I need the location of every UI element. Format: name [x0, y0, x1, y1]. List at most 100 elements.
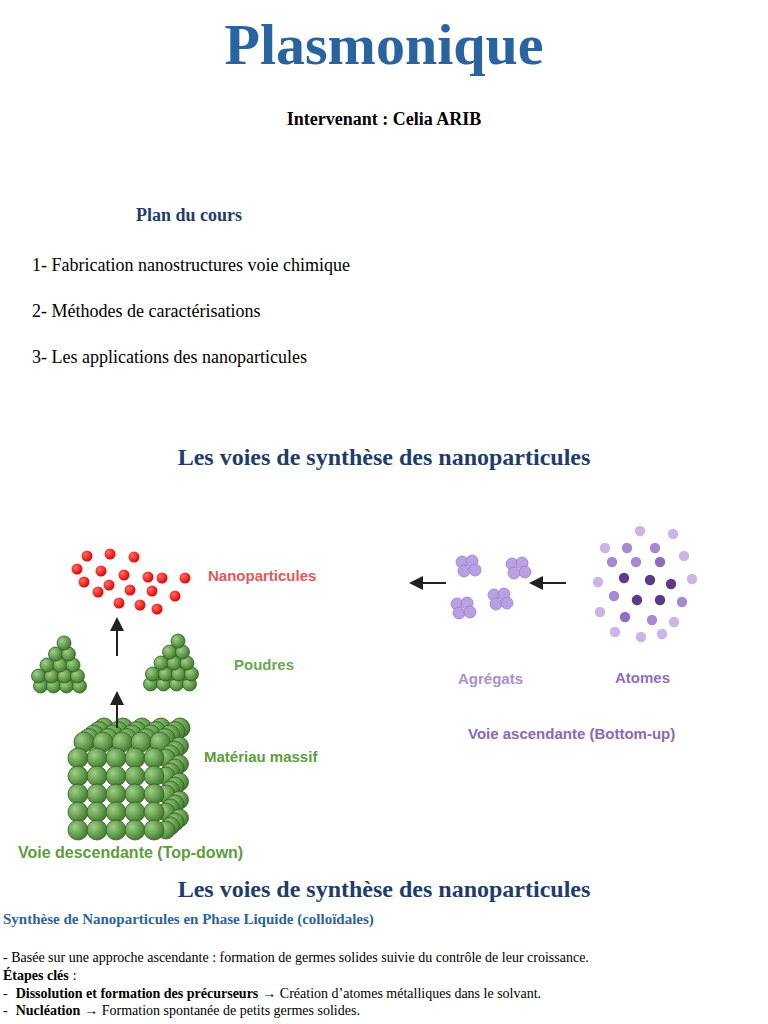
particle-sphere: [607, 557, 617, 567]
outline-item: 3- Les applications des nanoparticules: [32, 347, 307, 367]
particle-sphere: [144, 784, 164, 804]
particle-sphere: [650, 543, 660, 553]
particle-sphere: [519, 566, 531, 578]
illustration-label: Agrégats: [458, 670, 523, 687]
particle-sphere: [144, 748, 164, 768]
particle-sphere: [68, 766, 88, 786]
particle-sphere: [68, 748, 88, 768]
illustration-label: Poudres: [234, 656, 294, 673]
illustration-label: Voie ascendante (Bottom-up): [468, 725, 675, 742]
particle-sphere: [144, 766, 164, 786]
text-line: 3- Les applications des nanoparticules: [32, 346, 307, 368]
particle-sphere: [93, 587, 104, 598]
text-line: Les voies de synthèse des nanoparticules: [0, 875, 768, 903]
body-text: -: [3, 1003, 8, 1018]
particle-sphere: [677, 597, 687, 607]
particle-sphere: [106, 784, 126, 804]
illustration-caption: Voie descendante (Top-down): [18, 844, 243, 861]
section-heading: Les voies de synthèse des nanoparticules: [178, 876, 591, 902]
particle-sphere: [106, 748, 126, 768]
particle-sphere: [119, 570, 130, 581]
particle-sphere: [147, 586, 158, 597]
particle-sphere: [595, 607, 605, 617]
text-line: Plasmonique: [0, 10, 768, 80]
text-line: Étapes clés:: [3, 967, 77, 984]
particle-sphere: [152, 604, 163, 615]
particle-sphere: [68, 820, 88, 840]
particle-sphere: [106, 802, 126, 822]
particle-sphere: [125, 766, 145, 786]
text-line: Voie descendante (Top-down): [18, 843, 243, 863]
particle-sphere: [508, 567, 520, 579]
particle-sphere: [144, 820, 164, 840]
outline-item: 1- Fabrication nanostructures voie chimi…: [32, 255, 350, 275]
particle-sphere: [679, 551, 689, 561]
particle-sphere: [453, 607, 465, 619]
particle-sphere: [104, 580, 115, 591]
particle-sphere: [647, 615, 657, 625]
body-text: → Création d’atomes métalliques dans le …: [262, 986, 541, 1001]
body-text: Étapes clés: [3, 968, 69, 983]
particle-sphere: [635, 526, 645, 536]
particle-sphere: [135, 600, 146, 611]
particle-sphere: [666, 579, 676, 589]
speaker-line: Intervenant : Celia ARIB: [287, 109, 482, 129]
particle-sphere: [125, 784, 145, 804]
powder-piles: [32, 634, 199, 693]
particle-sphere: [669, 617, 679, 627]
particle-sphere: [106, 820, 126, 840]
particle-sphere: [610, 627, 620, 637]
particle-sphere: [622, 543, 632, 553]
illustration-label: Matériau massif: [204, 748, 317, 765]
left-arrow: [536, 582, 566, 584]
particle-sphere: [180, 573, 191, 584]
text-line: Agrégats: [458, 670, 523, 688]
body-text: Nucléation: [16, 1003, 81, 1018]
text-line: Synthèse de Nanoparticules en Phase Liqu…: [3, 910, 374, 928]
particle-sphere: [636, 632, 646, 642]
particle-sphere: [57, 636, 71, 650]
particle-sphere: [87, 748, 107, 768]
particle-sphere: [125, 748, 145, 768]
body-text: :: [73, 968, 77, 983]
atom-dots: [593, 526, 697, 642]
particle-sphere: [72, 564, 83, 575]
particle-sphere: [464, 606, 476, 618]
particle-sphere: [655, 595, 665, 605]
up-arrow: [116, 698, 118, 728]
particle-sphere: [645, 575, 655, 585]
page-title: Plasmonique: [224, 12, 543, 77]
text-line: Les voies de synthèse des nanoparticules: [0, 443, 768, 471]
particle-sphere: [458, 565, 470, 577]
text-line: Nanoparticules: [208, 567, 316, 585]
up-arrow: [116, 624, 118, 656]
particle-sphere: [87, 820, 107, 840]
illustration-label: Nanoparticules: [208, 567, 316, 584]
particle-sphere: [114, 598, 125, 609]
text-line: Matériau massif: [204, 748, 317, 766]
particle-sphere: [143, 572, 154, 583]
text-line: -Nucléation→ Formation spontanée de peti…: [3, 1002, 360, 1019]
particle-sphere: [125, 802, 145, 822]
outline-item: 2- Méthodes de caractérisations: [32, 301, 260, 321]
particle-sphere: [490, 598, 502, 610]
particle-sphere: [657, 629, 667, 639]
particle-sphere: [469, 564, 481, 576]
left-arrow: [416, 582, 446, 584]
particle-sphere: [609, 591, 619, 601]
particle-sphere: [619, 573, 629, 583]
particle-sphere: [125, 585, 136, 596]
illustration-label: Atomes: [615, 669, 670, 686]
particle-sphere: [125, 820, 145, 840]
particle-sphere: [668, 529, 678, 539]
text-line: - Basée sur une approche ascendante : fo…: [3, 949, 589, 966]
body-text: - Basée sur une approche ascendante : fo…: [3, 950, 589, 965]
text-line: 2- Méthodes de caractérisations: [32, 300, 260, 322]
particle-sphere: [593, 577, 603, 587]
text-line: Intervenant : Celia ARIB: [0, 108, 768, 130]
particle-sphere: [171, 634, 185, 648]
body-text: → Formation spontanée de petits germes s…: [84, 1003, 360, 1018]
particle-sphere: [68, 784, 88, 804]
particle-sphere: [631, 557, 641, 567]
